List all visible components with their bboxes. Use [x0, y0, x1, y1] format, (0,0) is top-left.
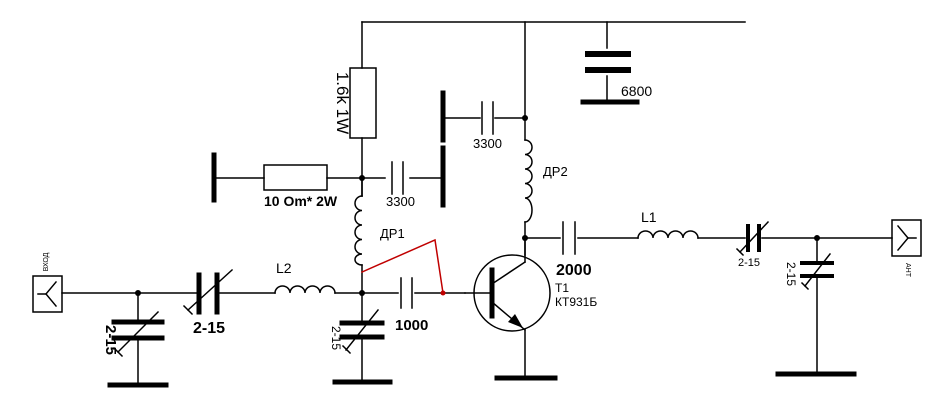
- ground-plates: [107, 90, 857, 388]
- label-r1: 1.6k 1W: [333, 72, 352, 134]
- label-trim-out-series: 2-15: [738, 257, 760, 269]
- label-c-supply: 6800: [621, 83, 652, 99]
- capacitor-1000: [400, 277, 413, 309]
- capacitor-3300-base: [391, 161, 404, 195]
- annotation-red-mark: [361, 238, 446, 296]
- trimmer-output-series: [735, 220, 770, 257]
- capacitor-2000: [562, 221, 576, 255]
- junction-dots: [135, 115, 820, 296]
- capacitor-6800: [585, 51, 631, 73]
- label-c-coll-bypass: 3300: [473, 136, 502, 151]
- input-connector: [32, 275, 63, 313]
- trimmer-input-series: [182, 268, 234, 316]
- label-dr1: ДР1: [380, 226, 405, 241]
- label-antenna: АНТ: [904, 263, 911, 278]
- label-c-output: 2000: [556, 262, 592, 279]
- label-l1: L1: [641, 209, 657, 225]
- label-trim-in-series: 2-15: [193, 320, 225, 337]
- label-c-coupling: 1000: [395, 317, 428, 334]
- label-c-base-bypass: 3300: [386, 194, 415, 209]
- label-input: ВХОД: [43, 252, 50, 271]
- antenna-connector: [891, 219, 922, 257]
- choke-dr2: [524, 139, 533, 223]
- trimmer-output-shunt: [800, 252, 834, 291]
- label-dr2: ДР2: [543, 164, 568, 179]
- resistor-10-ohm: [263, 164, 328, 191]
- choke-dr1: [354, 195, 363, 266]
- inductor-l1: [637, 230, 699, 239]
- label-t1-type: КТ931Б: [555, 295, 597, 309]
- wires: [61, 21, 893, 386]
- inductor-l2: [274, 285, 336, 294]
- transistor-t1: [464, 254, 551, 332]
- label-trim-out-shunt: 2-15: [784, 262, 798, 286]
- capacitor-3300-collector: [481, 101, 494, 135]
- label-trim-in-shunt: 2-15: [102, 325, 119, 355]
- resistor-1-6k: [349, 67, 377, 139]
- label-l2: L2: [276, 260, 292, 276]
- trimmer-input-shunt: [111, 310, 165, 358]
- trimmer-mid-shunt: [339, 308, 385, 355]
- label-r2: 10 Om* 2W: [264, 193, 338, 209]
- label-t1-name: T1: [555, 281, 569, 295]
- label-trim-mid-shunt: 2-15: [329, 326, 343, 350]
